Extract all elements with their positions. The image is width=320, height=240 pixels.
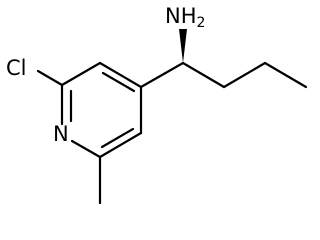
nitrogen-label: N [53,122,69,146]
bond-c2-cl [36,69,64,87]
amine-subscript: 2 [197,15,206,31]
amine-nh: NH [165,4,197,28]
molecule-structure: Cl N NH2 [6,4,308,205]
chlorine-label: Cl [6,56,27,80]
amine-label: NH2 [165,4,205,31]
bond-c3-c4-inner [101,71,136,93]
bond-c5-c6 [98,131,143,159]
bond-c3-c4 [98,61,143,89]
bond-c6-n [70,139,102,159]
bond-c2-c3 [60,61,102,87]
bond-c5-c6-inner [100,127,135,149]
bond-c2-c3-chain [263,61,308,89]
bond-c1-c2 [222,61,267,89]
bond-c4-chiral [139,61,185,89]
wedge-bond-amine [179,29,187,63]
bond-chiral-c1 [181,61,226,89]
